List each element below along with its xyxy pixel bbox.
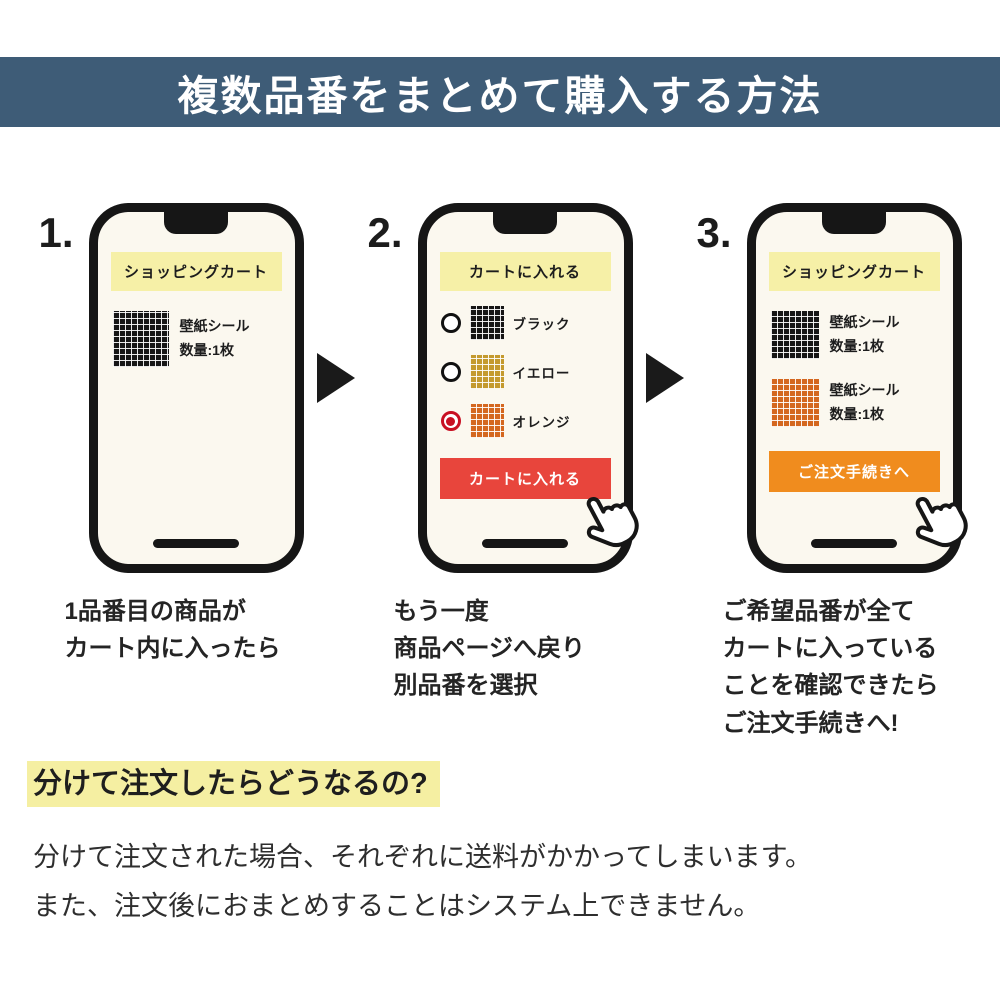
step-3: 3. ショッピングカート 壁紙シール 数量:1枚 壁紙シール 数量:1枚 (696, 203, 968, 742)
highlighted-heading: 分けて注文したらどうなるの? (27, 761, 440, 807)
phone-notch-icon (164, 212, 228, 234)
phone-mockup-2: カートに入れる ブラック イエロー オレンジ カートに入れる (417, 203, 639, 573)
qa-body-line-1: 分けて注文された場合、それぞれに送料がかかってしまいます。 (33, 842, 812, 872)
product-qty: 数量:1枚 (179, 342, 234, 358)
yellow-grid-swatch (469, 355, 504, 389)
step-2-caption: もう一度 商品ページへ戻り 別品番を選択 (393, 598, 586, 700)
phone-home-indicator (153, 539, 239, 548)
radio-unselected-icon[interactable] (440, 362, 461, 382)
black-grid-swatch (770, 311, 819, 359)
option-label: オレンジ (512, 415, 571, 430)
product-name: 壁紙シール (829, 314, 900, 331)
add-to-cart-button[interactable]: カートに入れる (439, 458, 611, 499)
qa-body-line-2: また、注文後におまとめすることはシステム上できません。 (33, 890, 761, 921)
product-name: 壁紙シール (179, 318, 250, 335)
page-title: 複数品番をまとめて購入する方法 (177, 73, 823, 119)
step-3-number: 3. (696, 209, 732, 256)
product-qty: 数量:1枚 (829, 338, 884, 354)
product-name: 壁紙シール (829, 382, 900, 399)
step-2: 2. カートに入れる ブラック イエロー オレンジ (367, 203, 639, 705)
phone-mockup-3: ショッピングカート 壁紙シール 数量:1枚 壁紙シール 数量:1枚 ご注文手続 (746, 203, 968, 573)
color-option-orange[interactable]: オレンジ (440, 404, 610, 438)
qa-heading: 分けて注文したらどうなるの? (27, 760, 440, 807)
option-label: ブラック (512, 317, 571, 332)
qa-body: 分けて注文された場合、それぞれに送料がかかってしまいます。 また、注文後におまと… (33, 833, 812, 930)
title-banner: 複数品番をまとめて購入する方法 (0, 57, 1000, 127)
color-option-yellow[interactable]: イエロー (440, 355, 610, 389)
black-grid-swatch (112, 311, 169, 367)
black-grid-swatch (469, 306, 504, 340)
product-screen-title: カートに入れる (439, 252, 611, 291)
step-2-number: 2. (367, 209, 403, 256)
phone-home-indicator (811, 539, 897, 548)
option-label: イエロー (512, 366, 571, 381)
step-1-number: 1. (38, 209, 74, 256)
cart-screen-title: ショッピングカート (110, 252, 282, 291)
orange-grid-swatch (770, 379, 819, 427)
phone-mockup-1: ショッピングカート 壁紙シール 数量:1枚 (88, 203, 304, 573)
checkout-button[interactable]: ご注文手続きへ (768, 451, 940, 492)
step-1: 1. ショッピングカート 壁紙シール 数量:1枚 1品番目の商品が カート内に入… (39, 203, 304, 667)
right-arrow-icon (316, 353, 355, 403)
phone-home-indicator (482, 539, 568, 548)
cart-item: 壁紙シール 数量:1枚 (112, 311, 280, 367)
cart-item: 壁紙シール 数量:1枚 (770, 311, 938, 359)
phone-notch-icon (822, 212, 886, 234)
cart-item: 壁紙シール 数量:1枚 (770, 379, 938, 427)
right-arrow-icon (645, 353, 684, 403)
color-option-black[interactable]: ブラック (440, 306, 610, 340)
product-qty: 数量:1枚 (829, 406, 884, 422)
phone-notch-icon (493, 212, 557, 234)
step-1-caption: 1品番目の商品が カート内に入ったら (64, 598, 281, 663)
steps-row: 1. ショッピングカート 壁紙シール 数量:1枚 1品番目の商品が カート内に入… (0, 203, 1000, 742)
radio-unselected-icon[interactable] (440, 313, 461, 333)
orange-grid-swatch (469, 404, 504, 438)
cart-screen-title: ショッピングカート (768, 252, 940, 291)
step-3-caption: ご希望品番が全て カートに入っている ことを確認できたら ご注文手続きへ! (722, 598, 939, 737)
radio-selected-icon[interactable] (440, 411, 461, 431)
